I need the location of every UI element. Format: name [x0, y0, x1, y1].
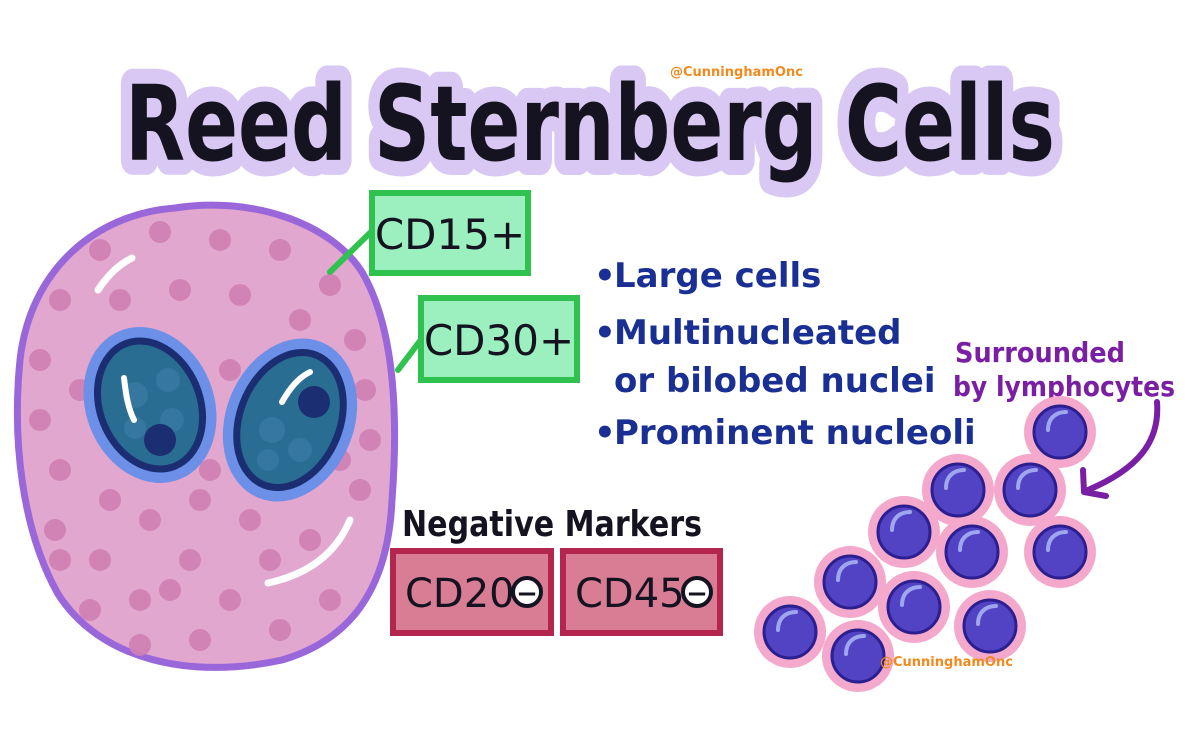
cell-granule [289, 309, 311, 331]
cell-granule [219, 359, 241, 381]
feature-3-bullet: • [594, 413, 616, 453]
cell-granule [89, 549, 111, 571]
cell-granule [229, 284, 251, 306]
nucleolus-right [298, 386, 330, 418]
feature-2-text-cont: or bilobed nuclei [614, 361, 935, 401]
cell-granule [269, 619, 291, 641]
cell-granule [109, 289, 131, 311]
cell-granule [199, 459, 221, 481]
reed-sternberg-cell [13, 201, 399, 671]
lymphocyte [936, 516, 1008, 588]
marker-cd20-sign: − [516, 579, 538, 609]
nucleus-right [222, 338, 358, 502]
credit-top: @CunninghamOnc [670, 65, 803, 80]
feature-1-text: Large cells [614, 256, 821, 296]
cell-highlight-bottom [264, 516, 354, 587]
cell-granule [319, 589, 341, 611]
cell-granule [89, 239, 111, 261]
lymphocyte [922, 454, 994, 526]
cell-granule [259, 549, 281, 571]
lymphocyte-note-line1: Surrounded [955, 336, 1125, 369]
feature-1-bullet: • [594, 256, 616, 296]
negative-heading: Negative Markers [402, 504, 702, 545]
marker-cd45-sign: − [686, 579, 708, 609]
cell-granule [344, 329, 366, 351]
cell-granule [169, 279, 191, 301]
credit-bottom: @CunninghamOnc [880, 655, 1013, 670]
cell-granule [129, 634, 151, 656]
cell-granule [139, 509, 161, 531]
cell-granule [209, 229, 231, 251]
marker-cd45: CD45 − [560, 548, 723, 636]
cell-granule [299, 529, 321, 551]
cell-granule [79, 599, 101, 621]
minus-circle-icon [511, 576, 543, 608]
lymphocyte-cluster [754, 396, 1096, 692]
cell-granule [129, 589, 151, 611]
cell-granule [354, 379, 376, 401]
cell-granule [49, 289, 71, 311]
nucleolus-left [144, 424, 176, 456]
cell-granule [149, 221, 171, 243]
arrow-icon [1080, 399, 1161, 499]
lymphocyte [878, 571, 950, 643]
lymphocyte [1024, 516, 1096, 588]
cell-granule [359, 429, 381, 451]
cell-granules [29, 221, 381, 656]
feature-3-text: Prominent nucleoli [614, 413, 976, 453]
marker-cd30-label: CD30+ [424, 316, 574, 365]
lymphocyte [994, 454, 1066, 526]
cell-granule [159, 579, 181, 601]
connector-cd15 [327, 225, 378, 275]
cell-granule [179, 549, 201, 571]
lymphocyte [954, 590, 1026, 662]
cell-granule [269, 239, 291, 261]
cell-granule [189, 629, 211, 651]
lymphocyte [754, 596, 826, 668]
minus-circle-icon [681, 576, 713, 608]
feature-2-text: Multinucleated [614, 313, 901, 353]
cell-granule [319, 274, 341, 296]
cell-granule [99, 489, 121, 511]
cell-granule [219, 589, 241, 611]
cell-granule [44, 519, 66, 541]
marker-cd20: CD20 − [390, 548, 554, 636]
cell-granule [189, 489, 211, 511]
nucleus-left [83, 327, 217, 483]
cell-granule [29, 409, 51, 431]
feature-list: • Large cells • Multinucleated or bilobe… [594, 256, 976, 453]
marker-cd15: CD15+ [369, 190, 531, 276]
page-title-glow: Reed Sternberg Cells [125, 63, 1055, 185]
marker-cd45-label: CD45 [575, 571, 685, 617]
cell-granule [29, 349, 51, 371]
title-group: Reed Sternberg Cells Reed Sternberg Cell… [110, 48, 1070, 200]
cell-granule [239, 509, 261, 531]
lymphocyte [822, 620, 894, 692]
lymphocyte [868, 496, 940, 568]
cell-granule [349, 479, 371, 501]
cell-granule [49, 459, 71, 481]
lymphocyte [1024, 396, 1096, 468]
feature-2-bullet: • [594, 313, 616, 353]
page-title: Reed Sternberg Cells [125, 63, 1055, 185]
lymphocyte [814, 546, 886, 618]
cell-highlight-top [94, 254, 136, 294]
marker-cd15-label: CD15+ [375, 210, 525, 259]
marker-cd20-label: CD20 [405, 571, 515, 617]
marker-cd30: CD30+ [418, 295, 580, 383]
cell-granule [49, 549, 71, 571]
